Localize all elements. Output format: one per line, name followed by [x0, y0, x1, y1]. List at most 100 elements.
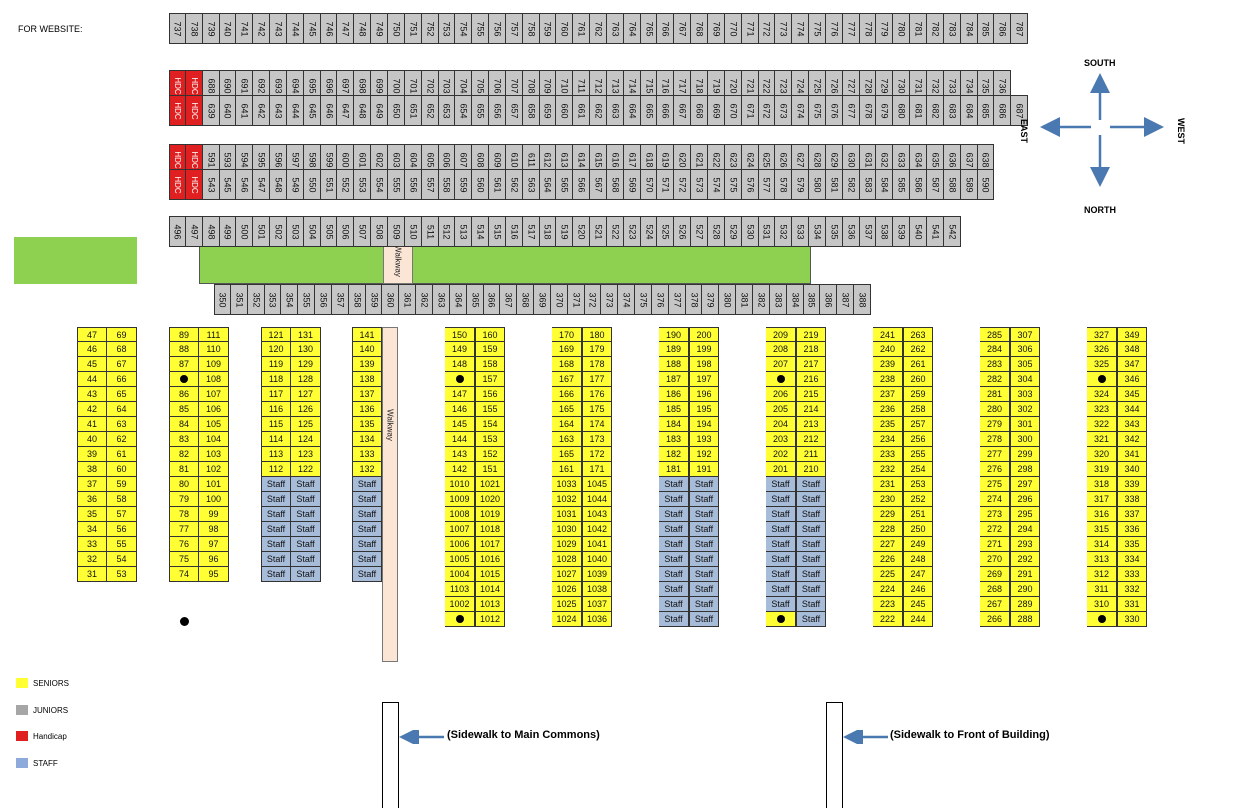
senior-space: 316	[1087, 507, 1117, 522]
space-number: 709	[542, 77, 553, 94]
junior-space: 573	[691, 169, 708, 200]
space-number: 783	[947, 20, 958, 37]
space-number: 726	[829, 77, 840, 94]
junior-space: 518	[539, 216, 557, 247]
junior-space: 780	[893, 13, 911, 44]
junior-space: 379	[702, 284, 720, 315]
staff-space: Staff	[291, 522, 321, 537]
junior-space: 772	[758, 13, 776, 44]
junior-space: 562	[505, 169, 523, 200]
staff-space: Staff	[261, 492, 291, 507]
senior-space: 348	[1117, 342, 1147, 357]
space-number: 597	[290, 151, 301, 168]
space-number: 355	[301, 291, 312, 308]
space-number: 366	[486, 291, 497, 308]
space-number: 514	[475, 223, 486, 240]
space-number: 388	[857, 291, 868, 308]
senior-space: 293	[1010, 537, 1040, 552]
staff-space: Staff	[689, 597, 719, 612]
junior-space: 590	[977, 169, 995, 200]
senior-space: 216	[796, 372, 826, 387]
space-number: 734	[964, 77, 975, 94]
senior-space: 136	[352, 402, 382, 417]
space-number: 690	[222, 77, 233, 94]
senior-space: 1012	[475, 612, 505, 627]
handicap-space: HDC	[169, 169, 186, 200]
senior-space: 344	[1117, 402, 1147, 417]
compass-east: EAST	[1019, 118, 1030, 144]
space-number: 596	[273, 151, 284, 168]
senior-space: 31	[77, 567, 107, 582]
senior-space: 98	[199, 522, 229, 537]
senior-space: 213	[796, 417, 826, 432]
senior-space: 318	[1087, 477, 1117, 492]
senior-space: 304	[1010, 372, 1040, 387]
senior-space: 230	[873, 492, 903, 507]
senior-space: 100	[199, 492, 229, 507]
junior-space: 369	[534, 284, 551, 315]
senior-space: 211	[796, 447, 826, 462]
space-number: 683	[947, 102, 958, 119]
space-number: 542	[947, 223, 958, 240]
senior-space: 254	[903, 462, 933, 477]
senior-space: 102	[199, 462, 229, 477]
space-number: 627	[795, 151, 806, 168]
junior-space: 753	[438, 13, 456, 44]
space-number: 693	[273, 77, 284, 94]
space-number: 685	[980, 102, 991, 119]
space-number: 695	[307, 77, 318, 94]
junior-space: 653	[438, 95, 456, 126]
senior-space: 76	[169, 537, 199, 552]
junior-space: 546	[236, 169, 254, 200]
junior-space: 663	[606, 95, 624, 126]
senior-space: 270	[980, 552, 1010, 567]
space-number: 681	[913, 102, 924, 119]
space-number: 635	[930, 151, 941, 168]
space-number: 684	[964, 102, 975, 119]
senior-space: 158	[475, 357, 505, 372]
junior-space: 683	[943, 95, 961, 126]
space-number: 748	[357, 20, 368, 37]
legend-seniors-swatch	[16, 678, 28, 688]
senior-space: 330	[1117, 612, 1147, 627]
marker-dot	[766, 612, 796, 627]
senior-space: 245	[903, 597, 933, 612]
junior-space: 776	[825, 13, 843, 44]
senior-space: 207	[766, 357, 796, 372]
senior-space: 203	[766, 432, 796, 447]
senior-space: 177	[582, 372, 612, 387]
senior-space: 44	[77, 372, 107, 387]
space-number: 675	[812, 102, 823, 119]
space-number: 513	[458, 223, 469, 240]
senior-space: 135	[352, 417, 382, 432]
space-number: 686	[997, 102, 1008, 119]
senior-space: 1019	[475, 507, 505, 522]
senior-space: 47	[77, 327, 107, 342]
senior-space: 228	[873, 522, 903, 537]
junior-space: 781	[910, 13, 927, 44]
senior-space: 65	[107, 387, 137, 402]
space-number: 499	[222, 223, 233, 240]
senior-space: 314	[1087, 537, 1117, 552]
senior-space: 325	[1087, 357, 1117, 372]
space-number: 718	[694, 77, 705, 94]
junior-space: 508	[371, 216, 388, 247]
senior-space: 179	[582, 342, 612, 357]
space-number: 667	[677, 102, 688, 119]
junior-space: 558	[438, 169, 456, 200]
space-number: 691	[239, 77, 250, 94]
junior-space: 527	[691, 216, 708, 247]
junior-space: 649	[371, 95, 388, 126]
junior-space: 383	[769, 284, 787, 315]
senior-space: 343	[1117, 417, 1147, 432]
senior-space: 164	[552, 417, 582, 432]
space-number: 610	[509, 151, 520, 168]
space-number: 549	[290, 176, 301, 193]
space-number: 362	[419, 291, 430, 308]
page-title: FOR WEBSITE:	[18, 24, 83, 34]
space-number: 639	[206, 102, 217, 119]
junior-space: 669	[708, 95, 725, 126]
senior-space: 188	[659, 357, 689, 372]
